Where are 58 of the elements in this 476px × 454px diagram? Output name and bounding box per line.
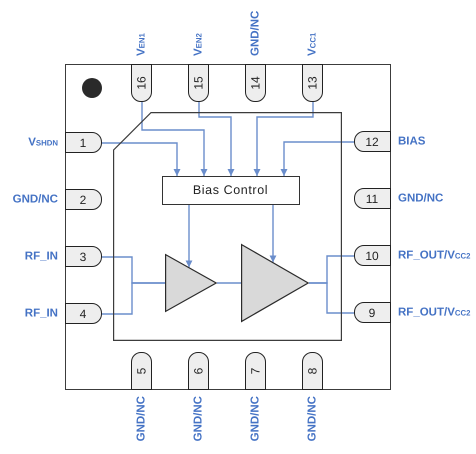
pin-number: 14 bbox=[250, 76, 262, 90]
pin-number: 1 bbox=[80, 136, 86, 148]
pin-number: 10 bbox=[365, 250, 379, 262]
pin-pad bbox=[64, 132, 102, 153]
pin-number: 11 bbox=[366, 192, 378, 204]
pin-pad bbox=[354, 245, 390, 266]
pin-number: 8 bbox=[306, 367, 318, 374]
pin-label: GND/NC bbox=[306, 396, 320, 442]
pin-pad bbox=[64, 246, 102, 267]
arrow bbox=[141, 102, 208, 176]
pin-label: GND/NC bbox=[249, 396, 262, 442]
pin-label: RF_IN bbox=[24, 307, 58, 321]
pin-label: GND/NC bbox=[12, 193, 58, 207]
arrow bbox=[280, 141, 354, 176]
pin-pad bbox=[302, 64, 323, 102]
signal-line bbox=[217, 282, 241, 284]
pin-pad bbox=[354, 188, 390, 209]
pin-label: BIAS bbox=[398, 135, 426, 149]
signal-line bbox=[102, 282, 165, 315]
arrow bbox=[198, 102, 234, 176]
pin-label: RF_IN bbox=[24, 250, 58, 264]
pin-pad bbox=[131, 352, 152, 390]
pin-number: 4 bbox=[80, 308, 86, 320]
pin-number: 9 bbox=[368, 306, 376, 318]
block-label: Bias Control bbox=[192, 183, 268, 197]
amplifier-triangle bbox=[240, 244, 308, 322]
pin-pad bbox=[354, 131, 390, 152]
pin-pad bbox=[131, 64, 152, 102]
pin-number: 13 bbox=[306, 76, 318, 90]
pin-pad bbox=[245, 352, 266, 390]
pin-pad bbox=[245, 64, 266, 102]
pin-label: GND/NC bbox=[135, 396, 148, 442]
pin-number: 2 bbox=[80, 194, 86, 206]
pin-number: 5 bbox=[136, 367, 148, 374]
pin-pad bbox=[188, 352, 209, 390]
pin-number: 7 bbox=[250, 367, 262, 374]
function-block bbox=[162, 176, 300, 204]
pin-label: GND/NC bbox=[192, 396, 206, 442]
arrow bbox=[102, 142, 180, 176]
arrow bbox=[186, 205, 192, 268]
die-outline bbox=[112, 112, 342, 340]
pin-number: 16 bbox=[136, 76, 148, 90]
pin-label: GND/NC bbox=[398, 192, 444, 206]
arrow bbox=[254, 102, 314, 176]
pin-number: 15 bbox=[192, 76, 204, 90]
pin-number: 3 bbox=[80, 250, 86, 262]
pin-pad bbox=[302, 352, 323, 390]
pin-label: GND/NC bbox=[249, 10, 262, 56]
pin-pad bbox=[64, 189, 102, 210]
package-outline bbox=[65, 64, 391, 390]
signal-line bbox=[309, 282, 354, 314]
amplifier-triangle bbox=[164, 254, 216, 312]
pin-number: 12 bbox=[365, 136, 379, 148]
pin-number: 6 bbox=[192, 367, 204, 374]
pin-pad bbox=[64, 303, 102, 324]
pin-pad bbox=[354, 302, 390, 323]
pin-pad bbox=[188, 64, 209, 102]
arrow bbox=[270, 205, 276, 262]
